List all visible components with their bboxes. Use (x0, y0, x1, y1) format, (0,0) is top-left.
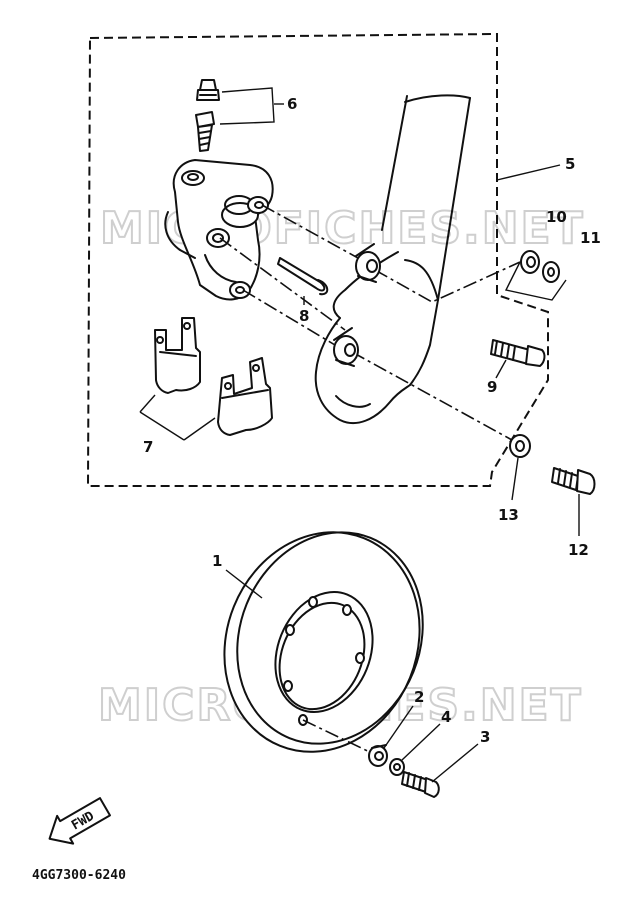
leader-13 (511, 457, 519, 501)
brake-caliper (164, 159, 274, 301)
axis-line-washer-13 (351, 351, 513, 441)
callout-13: 13 (498, 506, 519, 524)
leader-2 (383, 705, 414, 749)
callout-10: 10 (546, 208, 567, 226)
callout-6: 6 (287, 95, 297, 113)
leader-3 (431, 743, 479, 783)
axis-line-bolt-9 (374, 261, 521, 303)
axis-line-lower (242, 289, 336, 346)
watermark-top: MICROFICHES.NET (100, 203, 585, 254)
callout-9: 9 (487, 378, 497, 396)
cotter-pin (277, 257, 329, 296)
caliper-assembly-boundary (86, 32, 549, 487)
bolt-9 (490, 339, 546, 367)
callout-3: 3 (480, 728, 490, 746)
bolt-12 (551, 467, 596, 495)
axis-line-upper (261, 204, 359, 259)
axis-line-disc-bolt (302, 719, 379, 757)
callout-1: 1 (212, 552, 222, 570)
callout-7: 7 (143, 438, 153, 456)
washer-4 (389, 758, 405, 776)
washer-10 (520, 250, 540, 274)
part-code: 4GG7300-6240 (32, 868, 126, 883)
nut-2 (368, 744, 388, 767)
leader-1 (225, 569, 263, 599)
bleed-screw-set (195, 79, 275, 152)
spring-washer-11 (542, 261, 560, 283)
callout-5: 5 (565, 155, 575, 173)
axis-line-mid (219, 237, 346, 331)
callout-4: 4 (441, 708, 451, 726)
leader-9 (495, 359, 507, 379)
brake-disc (223, 531, 424, 753)
callout-11: 11 (580, 229, 601, 247)
callout-12: 12 (568, 541, 589, 559)
fork-leg (314, 94, 471, 425)
washer-13 (509, 434, 531, 458)
fork-mount-bosses (333, 243, 381, 367)
leader-4 (401, 723, 441, 761)
brake-pad-set (139, 317, 273, 441)
callout-2: 2 (414, 688, 424, 706)
bolt-3 (401, 771, 440, 798)
leader-10-11 (504, 261, 567, 301)
forward-direction-arrow: FWD (48, 797, 111, 845)
leader-5 (496, 164, 561, 181)
callout-8: 8 (299, 307, 309, 325)
